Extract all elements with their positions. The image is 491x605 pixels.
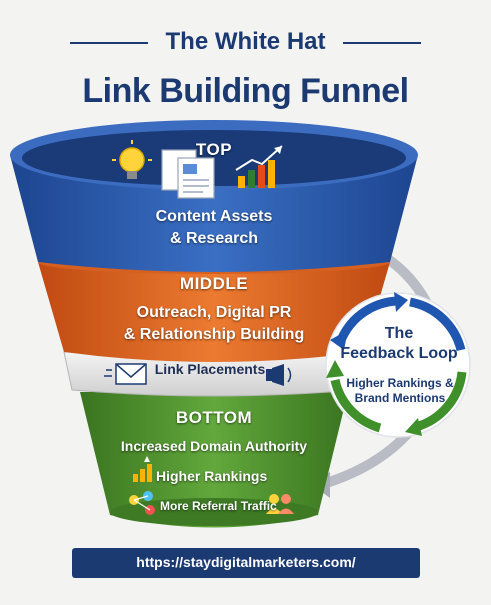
feedback-arrowhead-green-left — [326, 360, 344, 378]
feedback-loop-sub-line2: Brand Mentions — [354, 391, 446, 405]
bottom-tier-title: BOTTOM — [175, 408, 253, 427]
rising-bars-icon — [133, 456, 152, 482]
middle-tier-title: MIDDLE — [179, 274, 249, 293]
feedback-loop-title-line1: The — [384, 325, 414, 342]
top-tier-text-line1: Content Assets — [155, 208, 273, 225]
megaphone-icon — [266, 364, 292, 386]
title-rule-right — [343, 42, 421, 44]
feedback-loop-title: The Feedback Loop — [335, 324, 463, 364]
middle-tier-text-line1: Outreach, Digital PR — [136, 304, 292, 321]
lightbulb-icon — [112, 140, 152, 179]
people-group-icon — [266, 494, 294, 514]
feedback-arrow-green-left — [330, 378, 382, 433]
envelope-icon — [104, 363, 147, 385]
top-tier-text-line2: & Research — [169, 230, 259, 247]
documents-icon — [161, 149, 215, 199]
middle-tier-text-line2: & Relationship Building — [123, 326, 305, 343]
feedback-arrowhead-blue-right — [394, 292, 408, 312]
feedback-arrowhead-green-right — [405, 418, 422, 436]
title-rule-left — [70, 42, 148, 44]
bottom-item-higher-rankings: Higher Rankings — [156, 468, 268, 484]
feedback-loop-disc — [325, 292, 471, 438]
title-line1: The White Hat — [165, 28, 326, 55]
network-people-icon — [129, 491, 155, 515]
bottom-item-domain-authority: Increased Domain Authority — [120, 438, 308, 454]
growth-chart-icon — [235, 145, 283, 188]
title-line2: Link Building Funnel — [82, 72, 409, 110]
link-placements-label: Link Placements — [154, 361, 266, 377]
footer-url[interactable]: https://staydigitalmarketers.com/ — [136, 554, 356, 570]
bottom-item-referral-traffic: More Referral Traffic — [160, 499, 277, 513]
bottom-tier-base — [110, 498, 318, 526]
feedback-arrowhead-blue-left — [330, 330, 348, 350]
top-tier-title: TOP — [195, 140, 233, 159]
feedback-loop-title-line2: Feedback Loop — [340, 345, 458, 362]
feedback-arrow-green-right — [414, 371, 467, 432]
middle-tier-shape — [38, 262, 390, 362]
url-bar — [72, 548, 420, 578]
feedback-loop-subtitle: Higher Rankings & Brand Mentions — [340, 376, 460, 406]
feedback-arrow-blue-right — [409, 297, 466, 352]
feedback-loop-sub-line1: Higher Rankings & — [346, 376, 454, 390]
